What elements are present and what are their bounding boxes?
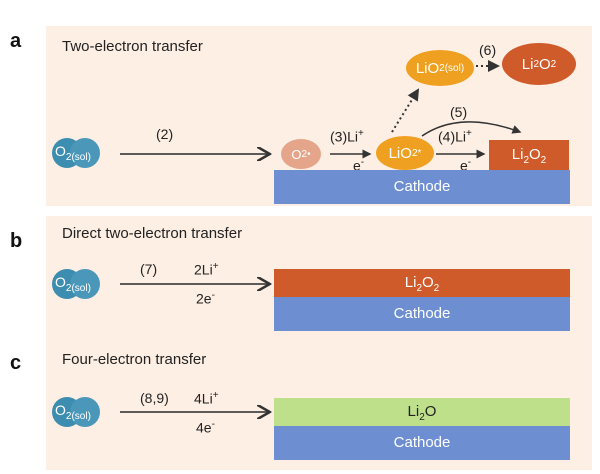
panel-letter-a: a: [10, 30, 22, 52]
panel-letter-b: b: [10, 230, 23, 252]
cathode-b: Cathode: [274, 297, 570, 331]
cathode-a: Cathode: [274, 170, 570, 204]
arrow-desorption: [391, 88, 420, 133]
step-8-9-lithium: 4Li+: [194, 390, 219, 407]
step-6-label: (6): [479, 42, 497, 58]
panel-c: Four-electron transfer O2(sol) (8,9) 4Li…: [46, 342, 592, 470]
step-7-lithium: 2Li+: [194, 261, 219, 278]
arrow-step-5: [421, 121, 522, 137]
step-3-label: (3)Li+: [330, 128, 364, 145]
cathode-c: Cathode: [274, 426, 570, 460]
panel-letter-c: c: [10, 352, 22, 374]
step-4-label: (4)Li+: [438, 128, 472, 145]
panel-c-title: Four-electron transfer: [62, 351, 207, 368]
step-8-9-electrons: 4e-: [196, 419, 215, 436]
step-2-label: (2): [156, 126, 174, 142]
step-4-electron: e-: [460, 157, 472, 174]
li2o2-surface-layer: Li2O2: [489, 140, 569, 170]
li2o-layer-c: Li2O: [274, 398, 570, 426]
panel-b: Direct two-electron transfer O2(sol) (7)…: [46, 216, 592, 346]
panel-a-title: Two-electron transfer: [62, 38, 203, 55]
step-7-electrons: 2e-: [196, 290, 215, 307]
step-3-electron: e-: [353, 157, 365, 174]
li2o2-layer-b: Li2O2: [274, 269, 570, 297]
step-5-label: (5): [450, 104, 468, 120]
step-7-label: (7): [140, 261, 158, 277]
panel-b-title: Direct two-electron transfer: [62, 225, 243, 242]
step-8-9-label: (8,9): [140, 390, 169, 406]
